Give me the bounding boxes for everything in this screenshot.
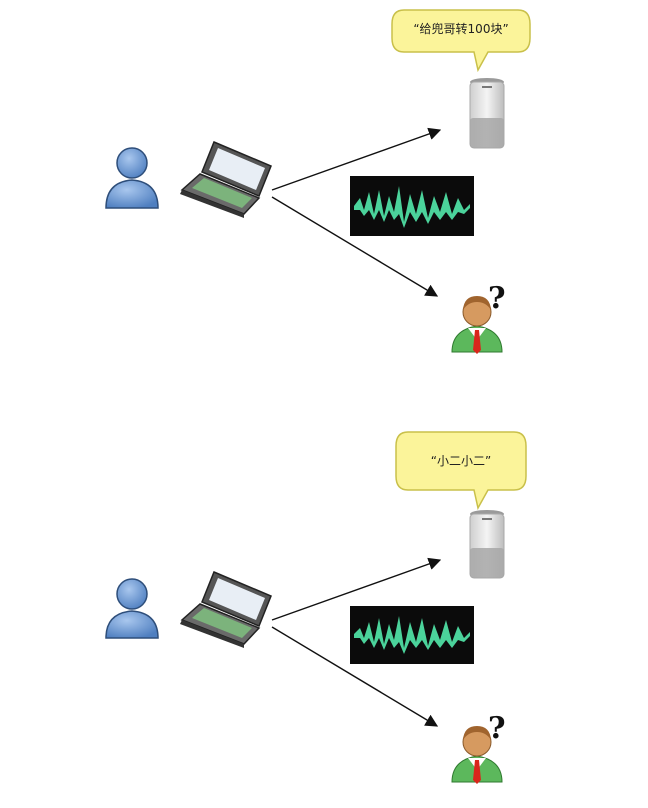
diagram-canvas-bottom (105, 431, 527, 784)
arrow-to-person (271, 626, 439, 727)
scenario-panel-bottom: “小二小二” ? (0, 428, 648, 808)
speech-bubble-text: “小二小二” (430, 454, 492, 468)
arrow-to-speaker (271, 557, 442, 621)
user-icon (105, 147, 159, 209)
diagram-canvas-top (105, 9, 531, 354)
arrow-to-speaker (271, 127, 442, 191)
smart-speaker-icon (469, 78, 505, 149)
speech-bubble (391, 9, 531, 73)
scenario-panel-top: “给兜哥转100块” ? (0, 0, 648, 380)
user-icon (105, 578, 159, 639)
waveform-icon (350, 176, 474, 236)
speech-bubble-text: “给兜哥转100块” (413, 22, 509, 36)
laptop-icon (180, 141, 272, 218)
smart-speaker-icon (469, 510, 505, 579)
waveform-icon (350, 606, 474, 664)
question-mark: ? (488, 711, 506, 746)
laptop-icon (180, 571, 272, 648)
person-icon (451, 726, 503, 784)
arrow-to-person (271, 196, 439, 297)
speech-bubble (395, 431, 527, 511)
person-icon (451, 296, 503, 354)
question-mark: ? (488, 281, 506, 316)
